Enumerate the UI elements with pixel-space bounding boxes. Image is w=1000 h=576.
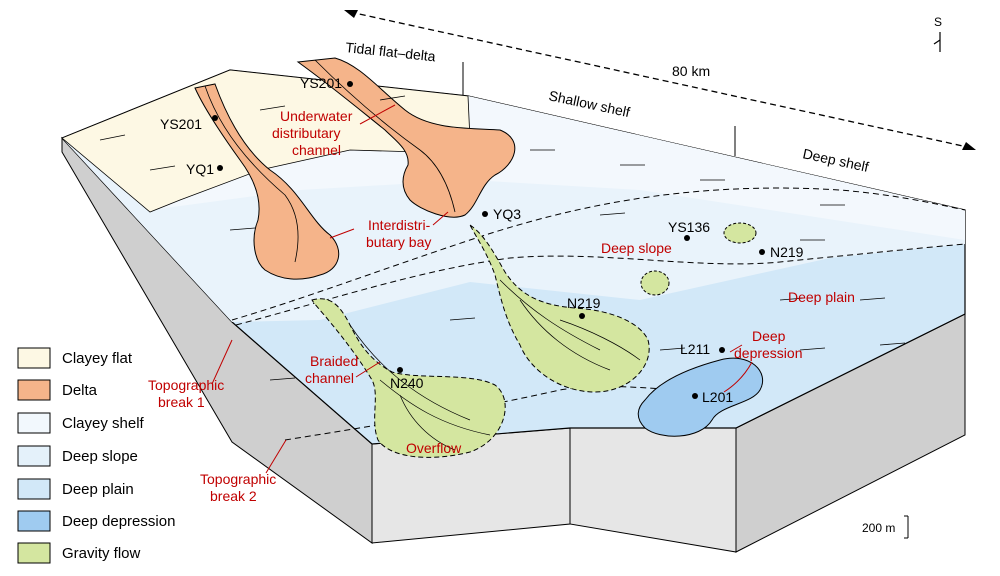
annotation-break1-1: Topographic bbox=[148, 377, 224, 393]
boundary-break2 bbox=[284, 386, 741, 441]
well-n219-b: N219 bbox=[567, 295, 601, 311]
annotation-channel-2: distributary bbox=[272, 125, 340, 141]
well-n219-a: N219 bbox=[770, 244, 804, 260]
legend-label-4: Deep plain bbox=[62, 481, 134, 498]
legend-label-5: Deep depression bbox=[62, 513, 175, 530]
annotation-bay-1: Interdistri- bbox=[368, 217, 431, 233]
annotation-bay-2: butary bay bbox=[366, 234, 431, 250]
channel-line-w bbox=[204, 85, 299, 263]
orientation-label: S bbox=[934, 15, 942, 29]
gravity-flow-n240 bbox=[311, 298, 506, 458]
zone-deep-shelf: Deep shelf bbox=[801, 145, 870, 175]
legend: Clayey flat Delta Clayey shelf Deep slop… bbox=[17, 347, 175, 564]
annotation-braided-2: channel bbox=[305, 370, 354, 386]
zone-shallow-shelf: Shallow shelf bbox=[547, 87, 631, 120]
deep-depression bbox=[637, 357, 763, 437]
front-face-step bbox=[569, 427, 737, 553]
legend-swatch-2 bbox=[17, 412, 51, 434]
annotation-deep-slope: Deep slope bbox=[601, 240, 672, 256]
annotation-braided-1: Braided bbox=[310, 353, 358, 369]
channel-line-e bbox=[314, 59, 456, 213]
gravity-flow-n219 bbox=[469, 224, 650, 393]
well-markers bbox=[212, 81, 765, 399]
arrowhead-left bbox=[344, 10, 358, 18]
boundary-slope-top bbox=[231, 187, 966, 321]
annotation-deep-plain: Deep plain bbox=[788, 289, 855, 305]
arrowhead-right bbox=[962, 142, 976, 150]
annotation-overflow: Overflow bbox=[406, 440, 462, 456]
annotation-channel-1: Underwater bbox=[280, 108, 353, 124]
annotation-break2-2: break 2 bbox=[210, 488, 257, 504]
braided-lines-n219 bbox=[499, 279, 641, 371]
well-ys201-a: YS201 bbox=[300, 75, 342, 91]
zone-tidal-flat-delta: Tidal flat–delta bbox=[345, 39, 437, 64]
surface-hatching bbox=[99, 95, 906, 381]
legend-swatch-3 bbox=[17, 445, 51, 467]
annotation-break2-1: Topographic bbox=[200, 471, 276, 487]
well-l211: L211 bbox=[680, 341, 710, 357]
scale-arrow bbox=[349, 11, 973, 149]
legend-swatch-6 bbox=[17, 542, 51, 564]
legend-swatch-1 bbox=[17, 379, 51, 401]
well-yq1: YQ1 bbox=[186, 161, 214, 177]
scale-horizontal: 80 km bbox=[672, 63, 710, 79]
delta-west bbox=[194, 83, 340, 280]
braided-lines-n240 bbox=[349, 324, 491, 451]
legend-swatch-0 bbox=[17, 347, 51, 369]
scale-vertical: 200 m bbox=[862, 521, 895, 535]
well-l201: L201 bbox=[702, 389, 733, 405]
annotation-channel-3: channel bbox=[292, 142, 341, 158]
legend-label-3: Deep slope bbox=[62, 448, 138, 465]
legend-label-2: Clayey shelf bbox=[62, 415, 145, 432]
boundary-slope-bottom bbox=[235, 243, 966, 326]
leader-lines bbox=[211, 104, 753, 474]
legend-label-1: Delta bbox=[62, 382, 98, 399]
legend-swatch-5 bbox=[17, 510, 51, 532]
gravity-flow-small-2 bbox=[640, 270, 670, 296]
annotation-depression-1: Deep bbox=[752, 328, 786, 344]
annotation-depression-2: depression bbox=[734, 345, 803, 361]
orientation-mark-tick bbox=[933, 39, 941, 45]
legend-label-0: Clayey flat bbox=[62, 350, 133, 367]
well-ys136: YS136 bbox=[668, 219, 710, 235]
well-n240: N240 bbox=[390, 375, 424, 391]
delta-east bbox=[296, 57, 516, 218]
gravity-flow-small-1 bbox=[723, 222, 757, 244]
well-yq3: YQ3 bbox=[493, 206, 521, 222]
annotation-break1-2: break 1 bbox=[158, 394, 205, 410]
legend-swatch-4 bbox=[17, 478, 51, 500]
well-ys201-b: YS201 bbox=[160, 116, 202, 132]
legend-label-6: Gravity flow bbox=[62, 545, 141, 562]
